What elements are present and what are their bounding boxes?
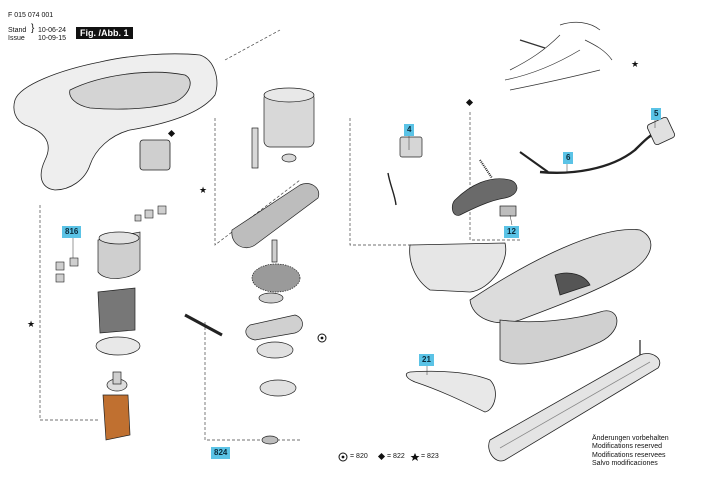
legend-diamond-value: = 822 (387, 453, 405, 460)
blade-bar-part (488, 340, 661, 462)
issue-date: 10-09-15 (38, 35, 67, 42)
blade-guard-part (405, 370, 496, 413)
carbon-brush-parts (55, 205, 167, 283)
part-number: F 015 074 001 (8, 12, 54, 19)
callout-824: 824 (211, 447, 231, 459)
bracket-glyph: } (31, 23, 35, 34)
blade-carrier-plate-part (231, 183, 320, 249)
legend-star-text: 823 (427, 453, 439, 460)
modification-notes: Änderungen vorbehalten Modifications res… (592, 435, 669, 469)
stand-date: 10-06-24 (38, 27, 67, 34)
callout-12: 12 (504, 226, 519, 238)
diamond-marker-icon (167, 129, 176, 138)
star-marker-icon: ★ (631, 59, 640, 69)
legend-circle-value: = 820 (350, 453, 368, 460)
callout-6: 6 (563, 152, 574, 164)
star-marker-icon: ★ (199, 185, 208, 195)
circle-legend-icon (338, 452, 348, 462)
motor-assembly-part (95, 231, 141, 441)
callout-leader-lines (72, 120, 656, 375)
note-line: Modifications reserved (592, 443, 663, 451)
power-cable-part (519, 116, 676, 175)
stand-label: Stand (8, 27, 27, 34)
figure-label: Fig. /Abb. 1 (76, 27, 133, 39)
diamond-legend-icon (377, 452, 386, 461)
circle-marker-icon (317, 333, 327, 343)
issue-label: Issue (8, 35, 25, 42)
marker-symbols (167, 98, 474, 343)
star-marker-icon: ★ (27, 319, 36, 329)
housing-half-part (13, 53, 218, 191)
star-legend-icon (410, 453, 420, 461)
tool-body-part (409, 229, 652, 365)
legend-symbols (338, 452, 420, 462)
wiring-harness-part (504, 21, 613, 91)
callout-4: 4 (404, 124, 415, 136)
legend-circle-text: 820 (356, 453, 368, 460)
callout-5: 5 (651, 108, 662, 120)
gear-stack-part (184, 239, 303, 445)
callout-816: 816 (62, 226, 82, 238)
callout-21: 21 (419, 354, 434, 366)
legend-diamond-text: 822 (393, 453, 405, 460)
diamond-marker-icon (465, 98, 474, 107)
handle-assembly-part (387, 136, 518, 217)
note-line: Salvo modificaciones (592, 460, 658, 468)
note-line: Modifications reservees (592, 451, 666, 459)
switch-module-part (251, 87, 315, 169)
legend-star-value: = 823 (421, 453, 439, 460)
note-line: Änderungen vorbehalten (592, 435, 669, 442)
